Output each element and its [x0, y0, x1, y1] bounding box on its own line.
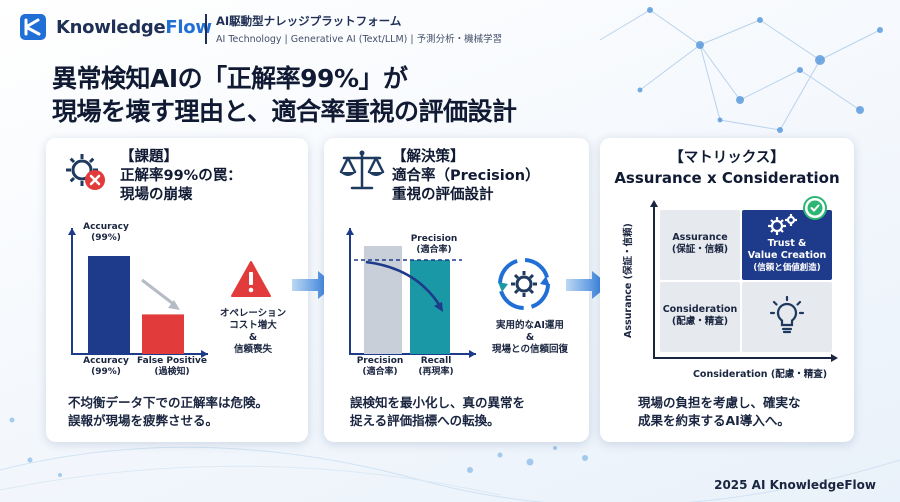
outcome-line-2: &: [525, 332, 535, 343]
solution-outcome: 実用的なAI運用 & 現場との信頼回復: [480, 320, 580, 356]
problem-heading-sub: 現場の崩壊: [120, 187, 193, 203]
matrix-body-line2: 成果を約束するAI導入へ。: [638, 413, 790, 428]
x-axis-arrow-2-icon: [469, 350, 476, 358]
precision-top-line1: Precision: [410, 234, 458, 244]
x-axis-label: Consideration (配慮・精査): [692, 369, 828, 380]
solution-body-line2: 捉える評価指標への転換。: [350, 413, 500, 428]
bar-false-positive: [142, 314, 184, 354]
bar-accuracy-label-line1: Accuracy: [83, 356, 129, 366]
solution-heading-tag: 【解決策】: [392, 149, 465, 165]
cell-consideration-line1: Consideration: [662, 304, 738, 315]
solution-body-line1: 誤検知を最小化し、真の異常を: [350, 395, 526, 410]
solution-heading: 【解決策】 適合率（Precision） 重視の評価設計: [392, 148, 540, 205]
header-divider: [205, 14, 207, 44]
matrix-heading-main: Assurance x Consideration: [614, 169, 840, 187]
cell-consideration-line2: (配慮・精査): [671, 316, 729, 327]
balance-scale-icon: [339, 150, 385, 190]
bar-recall-line1: Recall: [420, 356, 452, 366]
bar-precision-line2: (適合率): [362, 367, 398, 377]
problem-heading: 【課題】 正解率99%の罠： 現場の崩壊: [120, 148, 242, 205]
matrix-heading-tag: 【マトリックス】: [669, 150, 785, 166]
lightbulb-icon: [769, 296, 805, 334]
warning-line-4: 信頼喪失: [233, 344, 272, 355]
bar-accuracy: [88, 256, 130, 354]
title-line-2: 現場を壊す理由と、適合率重視の評価設計: [52, 97, 517, 126]
precision-recall-chart: [346, 228, 476, 358]
bar-accuracy-top-label: Accuracy (99%): [74, 222, 138, 244]
cell-assurance[interactable]: Assurance (保証・信頼): [660, 210, 740, 280]
bar-precision-line1: Precision: [356, 356, 404, 366]
bar-false-positive-label: False Positive (過検知): [130, 356, 214, 378]
problem-heading-tag: 【課題】: [120, 149, 178, 165]
cell-trust-label: Trust & Value Creation (信頼と価値創造): [742, 238, 832, 274]
matrix-heading: 【マトリックス】 Assurance x Consideration: [600, 148, 854, 188]
bar-accuracy-top-line1: Accuracy: [83, 222, 129, 232]
bar-recall-label: Recall (再現率): [408, 356, 464, 378]
y-axis-arrow-icon: [68, 228, 76, 235]
x-axis-arrow-icon: [201, 350, 208, 358]
warning-icon: [231, 261, 271, 297]
solution-heading-main: 適合率（Precision）: [392, 168, 540, 184]
problem-panel: 【課題】 正解率99%の罠： 現場の崩壊 Accuracy (99%) Accu…: [46, 138, 308, 442]
warning-line-3: &: [248, 332, 258, 343]
gears-icon: [768, 214, 797, 235]
gear-error-icon: [66, 154, 105, 190]
cell-trust-line3: (信頼と価値創造): [753, 263, 821, 273]
cell-assurance-line1: Assurance: [672, 232, 728, 243]
bar-accuracy-top-line2: (99%): [91, 233, 121, 243]
trend-arrow: [141, 278, 177, 308]
solution-heading-sub: 重視の評価設計: [392, 187, 494, 203]
cycle-gear-icon: [498, 258, 550, 310]
y-axis-label: Assurance (保証・信頼): [623, 223, 634, 338]
cell-trust-value[interactable]: Trust & Value Creation (信頼と価値創造): [742, 210, 832, 280]
cell-trust-line2: Value Creation: [747, 250, 827, 261]
problem-heading-main: 正解率99%の罠：: [120, 168, 242, 184]
bar-recall: [410, 260, 450, 354]
bar-precision-label: Precision (適合率): [350, 356, 410, 378]
cell-trust-line1: Trust &: [767, 238, 807, 249]
bar-accuracy-label: Accuracy (99%): [74, 356, 138, 378]
tradeoff-curve: [365, 260, 442, 307]
cell-idea[interactable]: [742, 282, 832, 352]
brand[interactable]: KnowledgeFlow: [18, 12, 212, 42]
bar-recall-line2: (再現率): [418, 367, 454, 377]
accuracy-bar-chart: [68, 228, 208, 358]
outcome-line-3: 現場との信頼回復: [492, 344, 568, 355]
cell-consideration[interactable]: Consideration (配慮・精査): [660, 282, 740, 352]
page-title: 異常検知AIの「正解率99%」が 現場を壊す理由と、適合率重視の評価設計: [52, 62, 517, 128]
knowledgeflow-logo-icon: [20, 14, 46, 40]
check-shield-icon: [803, 196, 827, 220]
problem-body-line1: 不均衡データ下での正解率は危険。: [68, 395, 269, 410]
trend-arrow-head-icon: [168, 300, 180, 310]
warning-line-2: コスト増大: [229, 320, 277, 331]
problem-body-line2: 誤報が現場を疲弊させる。: [68, 413, 219, 428]
bar-accuracy-label-line2: (99%): [91, 367, 121, 377]
tagline: AI駆動型ナレッジプラットフォーム: [216, 14, 402, 28]
y-axis-arrow-2-icon: [346, 228, 354, 235]
tradeoff-arrow-head-icon: [434, 302, 443, 312]
bar-fp-label-line1: False Positive: [137, 356, 207, 366]
solution-body: 誤検知を最小化し、真の異常を 捉える評価指標への転換。: [350, 394, 525, 430]
title-line-1: 異常検知AIの「正解率99%」が: [52, 64, 408, 93]
precision-top-line2: (適合率): [416, 245, 452, 255]
bar-fp-label-line2: (過検知): [154, 367, 190, 377]
solution-panel: 【解決策】 適合率（Precision） 重視の評価設計 Precision (…: [324, 138, 589, 442]
matrix-axes: [650, 200, 838, 362]
warning-text: オペレーション コスト増大 & 信頼喪失: [208, 308, 298, 356]
warning-line-1: オペレーション: [219, 308, 287, 319]
matrix-body-line1: 現場の負担を考慮し、確実な: [638, 395, 801, 410]
cell-assurance-line2: (保証・信頼): [671, 244, 729, 255]
flow-arrow-2-icon: [566, 271, 609, 299]
problem-body: 不均衡データ下での正解率は危険。 誤報が現場を疲弊させる。: [68, 394, 268, 430]
outcome-line-1: 実用的なAI運用: [496, 320, 564, 331]
matrix-panel: 【マトリックス】 Assurance x Consideration Assur…: [600, 138, 854, 442]
subtagline: AI Technology | Generative AI (Text/LLM)…: [216, 34, 503, 45]
brand-name: KnowledgeFlow: [56, 16, 212, 38]
precision-top-label: Precision (適合率): [404, 234, 464, 256]
matrix-body: 現場の負担を考慮し、確実な 成果を約束するAI導入へ。: [638, 394, 801, 430]
cell-assurance-label: Assurance (保証・信頼): [660, 232, 740, 256]
footer-copyright: 2025 AI KnowledgeFlow: [714, 478, 876, 492]
cell-consideration-label: Consideration (配慮・精査): [660, 304, 740, 328]
